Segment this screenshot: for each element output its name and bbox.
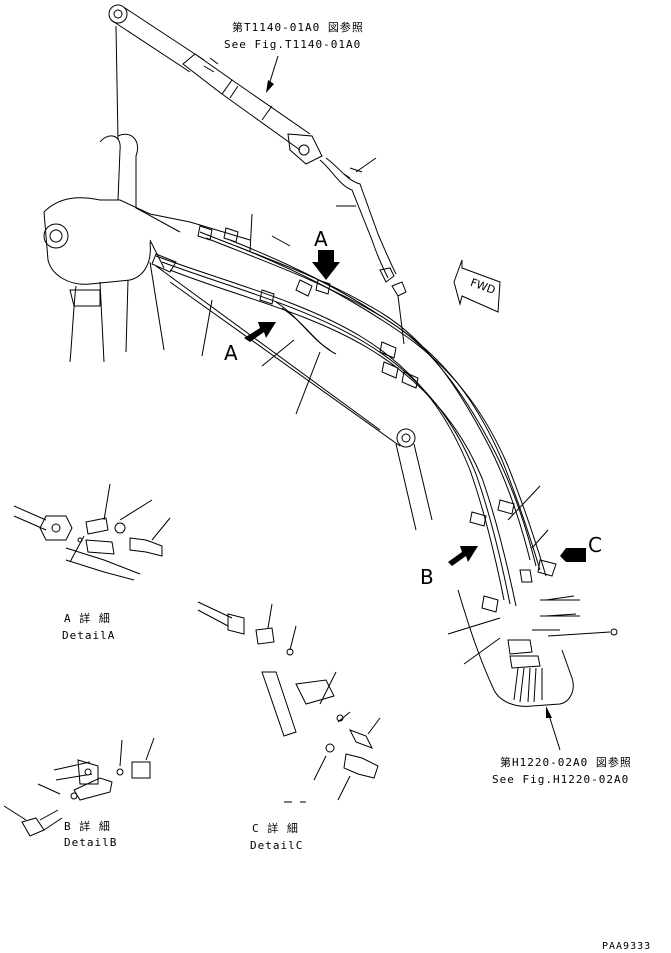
detail-b-parts: [3, 737, 155, 837]
detail-a-en: DetailA: [62, 629, 116, 642]
arm-end: [395, 428, 580, 707]
detail-b-en: DetailB: [64, 836, 118, 849]
detail-a-parts: [13, 483, 171, 581]
callout-c: C: [588, 533, 602, 557]
detail-c-jp: C 詳 細: [252, 822, 299, 835]
bottom-ref-arrowhead: [546, 706, 552, 718]
callout-arrows: [244, 250, 586, 566]
boom-cylinder: [108, 4, 407, 345]
callout-a-left: A: [224, 341, 238, 365]
detail-c-parts: [197, 601, 381, 803]
detail-a-jp: A 詳 細: [64, 612, 111, 625]
bottom-ref-arrow: [547, 711, 561, 751]
hose-bundle: [151, 225, 557, 613]
drawing-id: PAA9333: [602, 941, 652, 952]
fwd-arrow: [453, 259, 501, 313]
bottom-ref-en: See Fig.H1220-02A0: [492, 773, 630, 786]
callout-b: B: [420, 565, 434, 589]
detail-c-en: DetailC: [250, 839, 304, 852]
bottom-ref-jp: 第H1220-02A0 図参照: [500, 756, 632, 769]
leader-lines: [201, 157, 618, 665]
detail-b-jp: B 詳 細: [64, 820, 111, 833]
top-ref-en: See Fig.T1140-01A0: [224, 38, 362, 51]
top-ref-jp: 第T1140-01A0 図参照: [232, 21, 364, 34]
boom-base: [43, 25, 401, 447]
callout-a-top: A: [314, 227, 328, 251]
top-ref-arrowhead: [266, 80, 274, 93]
